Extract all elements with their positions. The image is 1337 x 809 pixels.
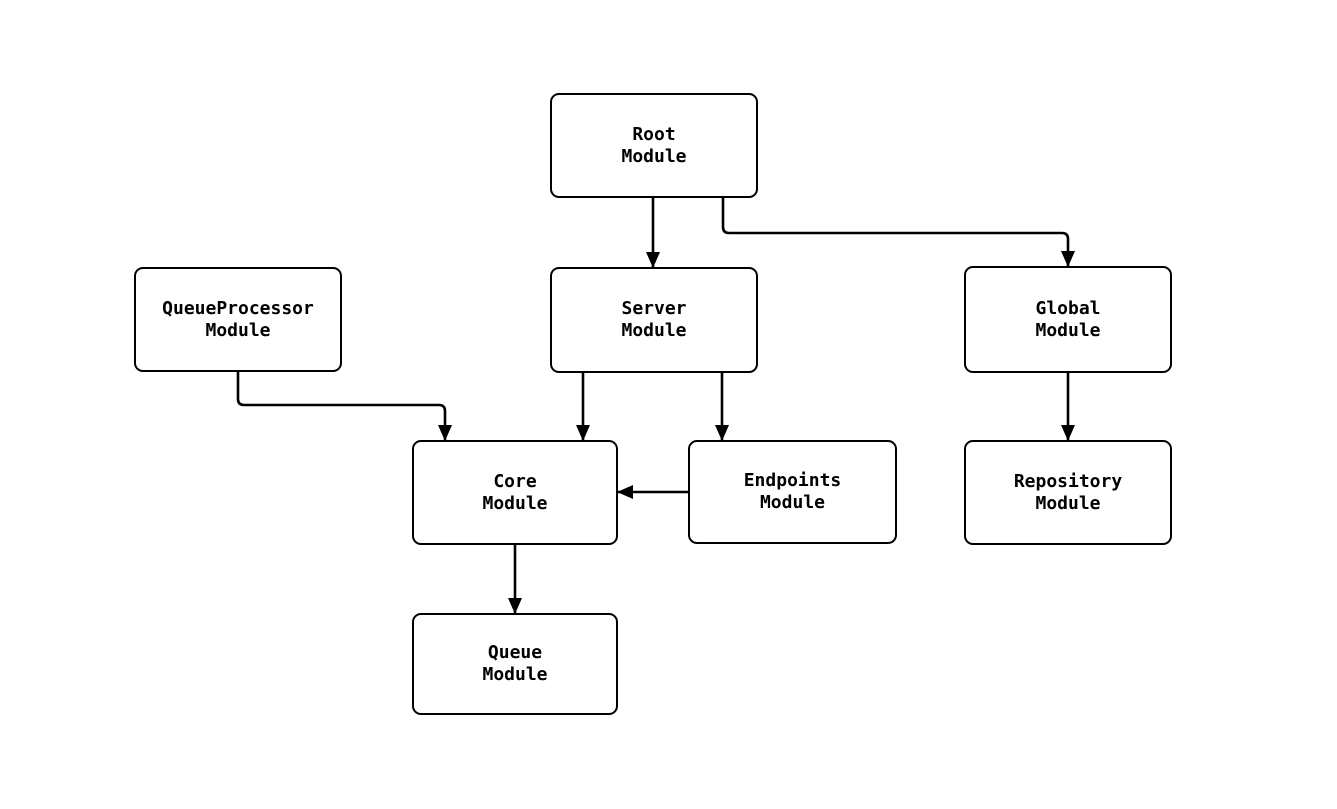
node-label: Repository Module (1013, 470, 1123, 514)
node-server: Server Module (550, 267, 758, 373)
node-label: Queue Module (482, 642, 548, 685)
node-queue: Queue Module (412, 613, 618, 715)
node-label: Core Module (482, 470, 548, 514)
node-label: Root Module (621, 123, 687, 167)
node-repository: Repository Module (964, 440, 1172, 545)
edge-queueprocessor-to-core (236, 372, 452, 441)
node-label: Endpoints Module (743, 470, 842, 513)
node-label: QueueProcessor Module (162, 297, 314, 341)
node-root: Root Module (550, 93, 758, 198)
edge-root-to-global (721, 198, 1075, 267)
node-endpoints: Endpoints Module (688, 440, 897, 544)
node-core: Core Module (412, 440, 618, 545)
node-global: Global Module (964, 266, 1172, 373)
node-queueprocessor: QueueProcessor Module (134, 267, 342, 372)
node-label: Server Module (621, 298, 687, 341)
node-label: Global Module (1035, 297, 1101, 341)
